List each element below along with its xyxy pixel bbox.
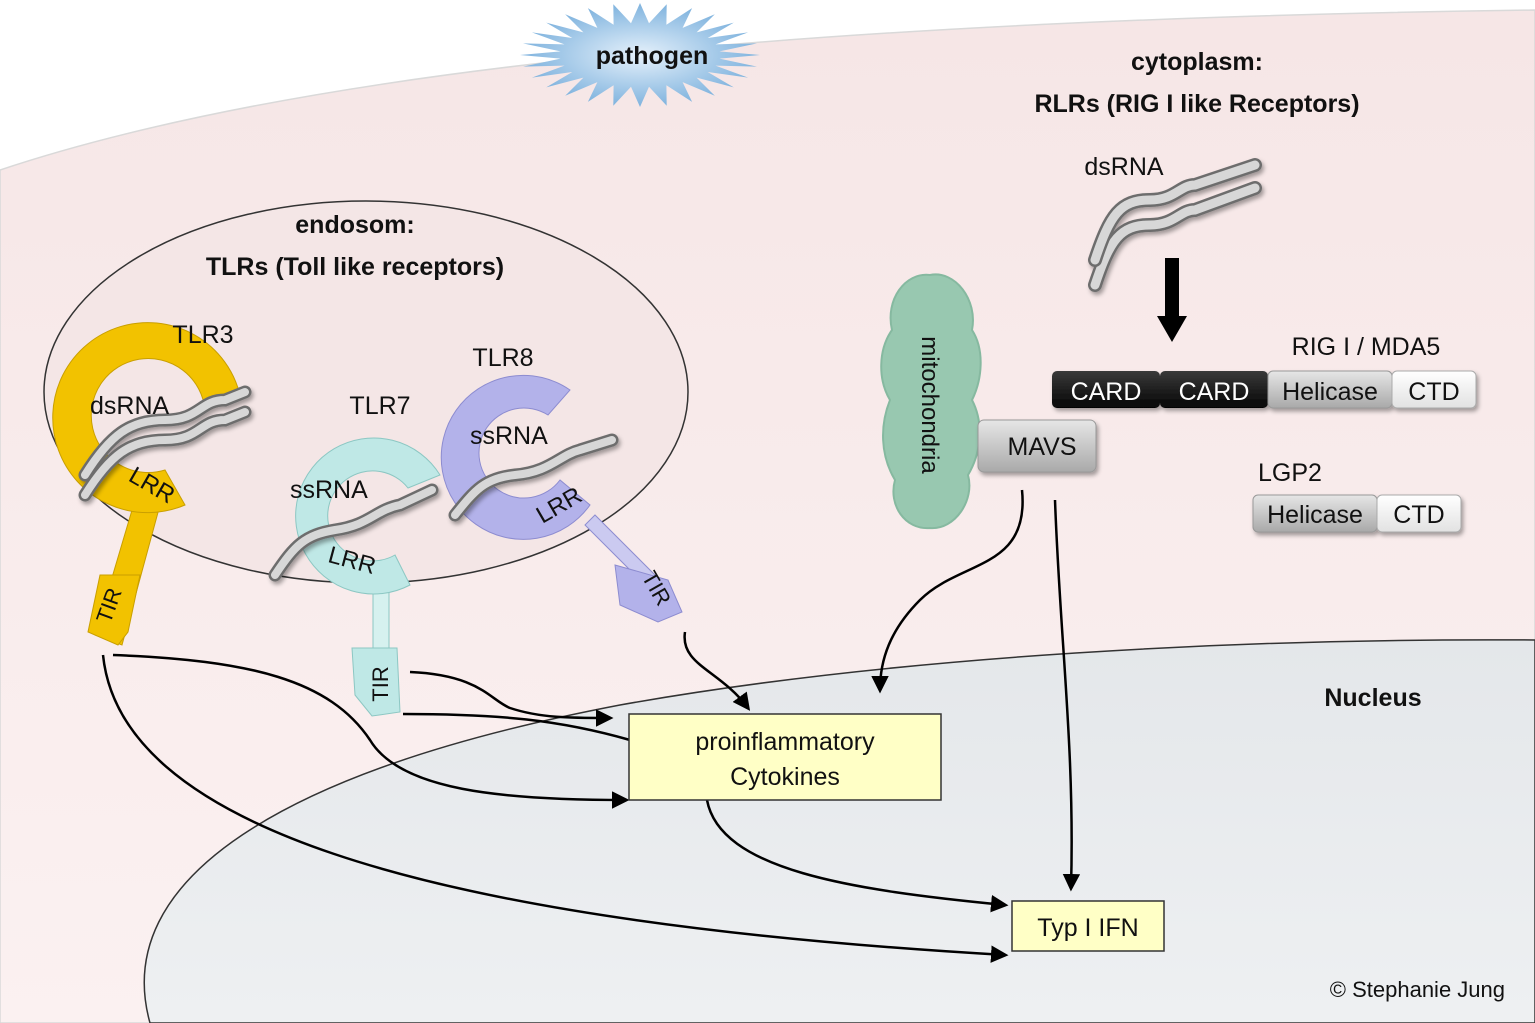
tlr3-ligand: dsRNA <box>90 392 170 420</box>
pathogen-icon <box>520 3 760 107</box>
tlr8-ligand: ssRNA <box>470 422 548 450</box>
tlr7-name: TLR7 <box>349 392 410 420</box>
tlr7-receptor <box>295 437 441 717</box>
lgp2-ctd <box>1376 494 1462 533</box>
copyright: © Stephanie Jung <box>1330 977 1505 1002</box>
tlr8-ssrna-icon <box>448 433 619 522</box>
rig-card1 <box>1052 371 1160 408</box>
rig-ctd-label: CTD <box>1408 378 1459 406</box>
tlr7-to-cytokines-arrow-upper <box>409 670 614 727</box>
ifn-box <box>1011 900 1165 952</box>
lgp2-ctd-label: CTD <box>1393 501 1444 529</box>
pathogen-label: pathogen <box>596 42 709 70</box>
dsrna-to-rig-arrow <box>1157 258 1187 342</box>
rig-card2-label: CARD <box>1179 378 1250 406</box>
rig-card1-label: CARD <box>1071 378 1142 406</box>
mavs-to-ifn-arrow <box>1053 499 1081 892</box>
endosome-subheading: TLRs (Toll like receptors) <box>206 253 504 281</box>
endosome-heading: endosom: <box>295 211 414 239</box>
lgp2-helicase-label: Helicase <box>1267 501 1363 529</box>
tlr8-name: TLR8 <box>472 344 533 372</box>
cytokines-box <box>628 713 942 801</box>
tlr8-receptor <box>440 374 683 623</box>
rig-ctd <box>1391 370 1477 409</box>
cytoplasm-heading: cytoplasm: <box>1131 48 1263 76</box>
nucleus-label: Nucleus <box>1324 684 1421 712</box>
nucleus-region <box>143 639 1535 1023</box>
mavs-label: MAVS <box>1008 433 1077 461</box>
mitochondria-icon <box>880 273 982 530</box>
cytokines-to-ifn-arrow <box>705 799 1009 913</box>
mitochondria-label: mitochondria <box>916 336 943 474</box>
tlr7-to-cytokines-arrow-lower <box>402 712 631 742</box>
rig-card2 <box>1160 371 1268 408</box>
cytoplasm-dsrna-icon <box>1088 158 1262 292</box>
ifn-label: Typ I IFN <box>1037 914 1138 942</box>
cytokines-line2: Cytokines <box>730 763 840 791</box>
tlr7-ligand: ssRNA <box>290 476 368 504</box>
cytoplasm-subheading: RLRs (RIG I like Receptors) <box>1034 90 1359 118</box>
rig-name: RIG I / MDA5 <box>1292 333 1441 361</box>
cytoplasm-dsrna-label: dsRNA <box>1084 153 1164 181</box>
tlr7-ssrna-icon <box>268 483 439 582</box>
mavs-box <box>977 419 1097 473</box>
cytokines-line1: proinflammatory <box>695 728 875 756</box>
pathogen-burst <box>520 3 760 107</box>
tlr3-to-cytokines-arrow <box>112 653 630 809</box>
lgp2-name: LGP2 <box>1258 459 1322 487</box>
tlr3-dsrna-icon <box>78 385 252 502</box>
tlr3-to-ifn-arrow <box>101 654 1009 963</box>
tlr3-name: TLR3 <box>172 321 233 349</box>
mavs-to-cytokines-arrow <box>871 489 1024 694</box>
tlr8-to-cytokines-arrow <box>683 631 751 711</box>
tlr7-tir: TIR <box>368 666 393 701</box>
rig-helicase-label: Helicase <box>1282 378 1378 406</box>
